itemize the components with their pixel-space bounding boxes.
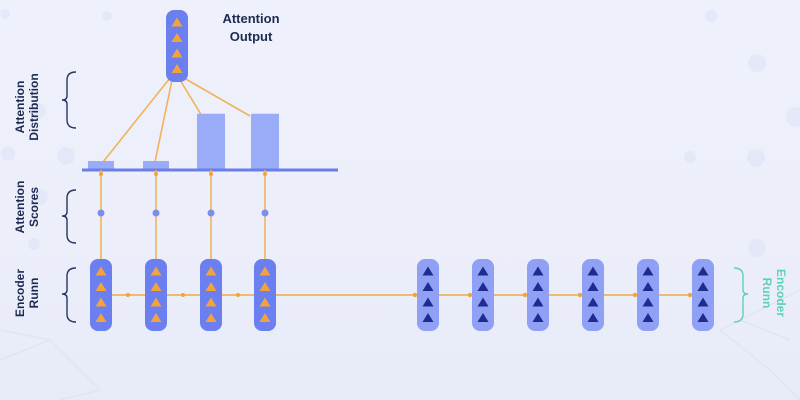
attention-distribution-bars: [88, 113, 279, 170]
encoder-cell: [254, 259, 276, 331]
score-connector-endpoints: [99, 172, 267, 176]
encoder-right-label-line1: Encoder: [774, 269, 788, 317]
encoder-cell: [90, 259, 112, 331]
triangle-icon: [697, 313, 709, 322]
triangle-icon: [422, 297, 434, 307]
score-dot: [97, 209, 105, 217]
encoder-right-brace: [733, 267, 749, 323]
background-decoration: [0, 9, 800, 400]
triangle-icon: [171, 64, 183, 73]
encoder-left-cells: [90, 259, 276, 331]
encoder-right-label-line2: Runn: [760, 278, 774, 309]
attention-scores-label: Attention Scores: [13, 181, 41, 234]
triangle-icon: [642, 282, 654, 291]
triangle-icon: [150, 282, 162, 291]
triangle-icon: [171, 48, 183, 58]
encoder-cell: [200, 259, 222, 331]
distribution-bar: [251, 113, 279, 170]
triangle-icon: [422, 282, 434, 291]
triangle-icon: [205, 282, 217, 291]
encoder-left-label: Encoder Runn: [13, 269, 41, 317]
triangle-icon: [95, 282, 107, 291]
encoder-sequence-arrows: [126, 292, 693, 298]
encoder-right-label: Encoder Runn: [760, 269, 788, 317]
triangle-icon: [150, 297, 162, 307]
attention-output-title-line2: Output: [230, 29, 273, 44]
encoder-cell: [582, 259, 604, 331]
attention-scores-brace: [61, 189, 77, 244]
output-connectors: [102, 77, 251, 163]
triangle-icon: [259, 297, 271, 307]
triangle-icon: [422, 313, 434, 322]
triangle-icon: [171, 33, 183, 42]
triangle-icon: [642, 266, 654, 276]
triangle-icon: [587, 282, 599, 291]
triangle-icon: [477, 313, 489, 322]
score-dot: [207, 209, 215, 217]
triangle-icon: [95, 313, 107, 322]
triangle-icon: [205, 297, 217, 307]
encoder-cell: [692, 259, 714, 331]
triangle-icon: [205, 313, 217, 322]
triangle-icon: [150, 266, 162, 276]
triangle-icon: [150, 313, 162, 322]
triangle-icon: [259, 282, 271, 291]
triangle-icon: [532, 313, 544, 322]
triangle-icon: [477, 266, 489, 276]
triangle-icon: [259, 313, 271, 322]
distribution-bar: [88, 161, 114, 170]
attention-output-title-line1: Attention: [222, 11, 279, 26]
triangle-icon: [697, 282, 709, 291]
triangle-icon: [587, 266, 599, 276]
triangle-icon: [532, 282, 544, 291]
triangle-icon: [587, 297, 599, 307]
attention-scores-label-line1: Attention: [13, 181, 27, 234]
triangle-icon: [259, 266, 271, 276]
triangle-icon: [587, 313, 599, 322]
triangle-icon: [477, 297, 489, 307]
distribution-bar: [197, 113, 225, 170]
attention-distribution-label-line2: Distribution: [27, 73, 41, 140]
triangle-icon: [171, 17, 183, 27]
attention-distribution-label-line1: Attention: [13, 81, 27, 134]
score-dot: [261, 209, 269, 217]
attention-scores-label-line2: Scores: [27, 187, 41, 227]
encoder-cell: [145, 259, 167, 331]
triangle-icon: [697, 297, 709, 307]
triangle-icon: [95, 266, 107, 276]
output-vector: [166, 10, 188, 82]
triangle-icon: [697, 266, 709, 276]
encoder-cell: [472, 259, 494, 331]
encoder-left-brace: [61, 267, 77, 323]
triangle-icon: [532, 266, 544, 276]
attention-distribution-label: Attention Distribution: [13, 73, 41, 140]
encoder-left-label-line2: Runn: [27, 278, 41, 309]
score-connectors: [100, 170, 266, 262]
attention-distribution-brace: [61, 71, 77, 129]
encoder-right-cells: [417, 259, 714, 331]
triangle-icon: [205, 266, 217, 276]
encoder-cell: [417, 259, 439, 331]
triangle-icon: [422, 266, 434, 276]
triangle-icon: [477, 282, 489, 291]
encoder-left-label-line1: Encoder: [13, 269, 27, 317]
triangle-icon: [642, 297, 654, 307]
attention-score-dots: [97, 209, 269, 217]
distribution-bar: [143, 161, 169, 170]
triangle-icon: [532, 297, 544, 307]
triangle-icon: [642, 313, 654, 322]
encoder-cell: [637, 259, 659, 331]
attention-output-cell: [166, 10, 188, 82]
triangle-icon: [95, 297, 107, 307]
score-dot: [152, 209, 160, 217]
encoder-cell: [527, 259, 549, 331]
